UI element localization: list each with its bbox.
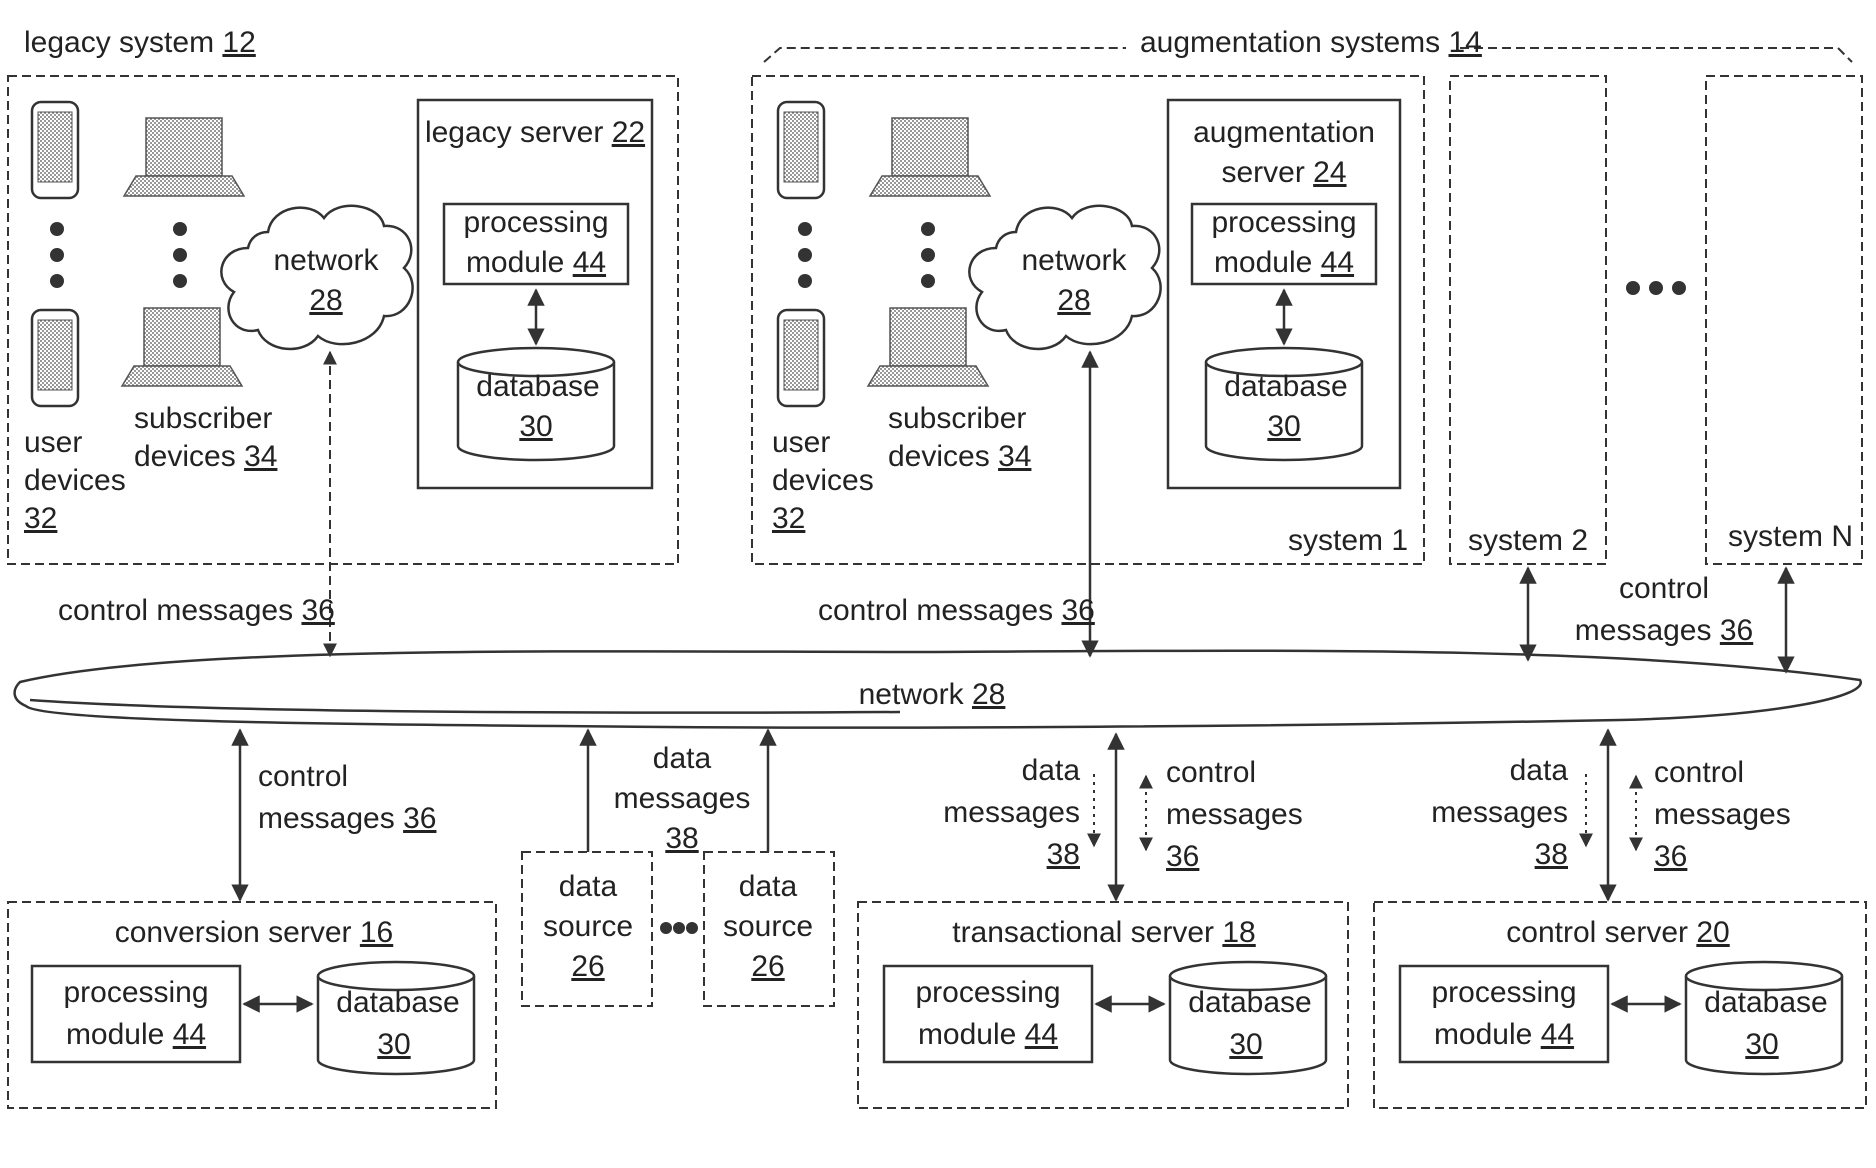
- database-label: database: [336, 986, 459, 1019]
- processing-module-label: processing: [1211, 206, 1356, 239]
- processing-module-ref: module 44: [466, 246, 606, 279]
- system-n-label: system N: [1728, 520, 1853, 553]
- system-2-label: system 2: [1468, 524, 1588, 557]
- data-source-label: data: [739, 870, 798, 903]
- network-cloud-icon: [969, 206, 1160, 349]
- system-1-label: system 1: [1288, 524, 1408, 557]
- ellipsis-dots-icon: [660, 922, 698, 934]
- network-cloud-icon: [221, 206, 412, 349]
- processing-module-label: processing: [463, 206, 608, 239]
- messages-label: messages 36: [1575, 614, 1753, 647]
- data-label: data: [653, 742, 712, 775]
- database-cylinder-icon: [458, 348, 614, 460]
- control-label: control: [258, 760, 348, 793]
- ellipsis-dots-icon: [50, 222, 64, 288]
- user-device-phone-icon: [778, 310, 824, 406]
- conversion-server-title: conversion server 16: [115, 916, 393, 949]
- network-ref: 28: [1057, 284, 1090, 317]
- ellipsis-dots-icon: [921, 222, 935, 288]
- subscriber-devices-label: subscriber devices 34: [888, 402, 1035, 473]
- data-messages-ref: 38: [665, 822, 698, 855]
- augmentation-server-ref: server 24: [1221, 156, 1346, 189]
- database-label: database: [1704, 986, 1827, 1019]
- control-label: control: [1619, 572, 1709, 605]
- augmentation-systems: augmentation systems 14 system 1 system …: [752, 26, 1862, 564]
- transactional-server: data messages 38 control messages 36 tra…: [858, 734, 1348, 1108]
- aug-bracket-left: [764, 48, 1126, 62]
- data-source-ref: 26: [571, 950, 604, 983]
- legacy-server-title: legacy server 22: [425, 116, 645, 149]
- control-messages-label: control messages 36: [58, 594, 335, 627]
- subscriber-laptop-icon: [868, 308, 988, 386]
- data-source-label: data: [559, 870, 618, 903]
- network-ref: 28: [309, 284, 342, 317]
- network-label: network: [273, 244, 379, 277]
- legacy-system: legacy system 12 user devices 32: [8, 26, 678, 564]
- subscriber-laptop-icon: [124, 118, 244, 196]
- legacy-system-title: legacy system 12: [24, 26, 256, 59]
- processing-module-label: processing: [63, 976, 208, 1009]
- processing-module-label: processing: [915, 976, 1060, 1009]
- ellipsis-dots-icon: [798, 222, 812, 288]
- messages-label: messages: [1431, 796, 1568, 829]
- control-server-title: control server 20: [1506, 916, 1729, 949]
- aug-bracket-right: [1460, 48, 1852, 62]
- database-ref: 30: [519, 410, 552, 443]
- ellipsis-dots-icon: [173, 222, 187, 288]
- subscriber-laptop-icon: [870, 118, 990, 196]
- control-messages-label: control messages 36: [818, 594, 1095, 627]
- conversion-server: control messages 36 conversion server 16…: [8, 730, 496, 1108]
- main-network: network 28: [15, 651, 1861, 728]
- control-messages-ref: 36: [1654, 840, 1687, 873]
- processing-module-label: processing: [1431, 976, 1576, 1009]
- user-device-phone-icon: [32, 102, 78, 198]
- system-n-boundary: [1706, 76, 1862, 564]
- database-label: database: [1188, 986, 1311, 1019]
- database-ref: 30: [1267, 410, 1300, 443]
- data-source-ref: 26: [751, 950, 784, 983]
- control-label: control: [1654, 756, 1744, 789]
- augmentation-systems-title: augmentation systems 14: [1140, 26, 1482, 59]
- subscriber-laptop-icon: [122, 308, 242, 386]
- upper-control-messages: control messages 36 control messages 36 …: [58, 352, 1786, 672]
- database-cylinder-icon: [1206, 348, 1362, 460]
- data-label: data: [1022, 754, 1081, 787]
- system-2-boundary: [1450, 76, 1606, 564]
- main-network-label: network 28: [859, 678, 1006, 711]
- messages-label: messages: [943, 796, 1080, 829]
- database-ref: 30: [1745, 1028, 1778, 1061]
- control-server: data messages 38 control messages 36 con…: [1374, 730, 1866, 1108]
- messages-label: messages: [1166, 798, 1303, 831]
- processing-module-ref: module 44: [66, 1018, 206, 1051]
- control-messages-ref: 36: [1166, 840, 1199, 873]
- database-ref: 30: [1229, 1028, 1262, 1061]
- data-source-label: source: [723, 910, 813, 943]
- transactional-server-title: transactional server 18: [952, 916, 1256, 949]
- processing-module-ref: module 44: [1214, 246, 1354, 279]
- processing-module-ref: module 44: [1434, 1018, 1574, 1051]
- data-messages-ref: 38: [1535, 838, 1568, 871]
- user-devices-label: user devices 32: [772, 426, 882, 535]
- database-ref: 30: [377, 1028, 410, 1061]
- data-label: data: [1510, 754, 1569, 787]
- data-messages-ref: 38: [1047, 838, 1080, 871]
- messages-label: messages: [614, 782, 751, 815]
- data-source-label: source: [543, 910, 633, 943]
- user-device-phone-icon: [32, 310, 78, 406]
- augmentation-server-title: augmentation: [1193, 116, 1375, 149]
- user-device-phone-icon: [778, 102, 824, 198]
- user-devices-label: user devices 32: [24, 426, 134, 535]
- messages-label: messages 36: [258, 802, 436, 835]
- processing-module-ref: module 44: [918, 1018, 1058, 1051]
- messages-label: messages: [1654, 798, 1791, 831]
- database-label: database: [476, 370, 599, 403]
- control-label: control: [1166, 756, 1256, 789]
- database-label: database: [1224, 370, 1347, 403]
- data-sources: data messages 38 data source 26 data sou…: [522, 730, 834, 1006]
- ellipsis-dots-icon: [1626, 281, 1686, 295]
- subscriber-devices-label: subscriber devices 34: [134, 402, 281, 473]
- network-label: network: [1021, 244, 1127, 277]
